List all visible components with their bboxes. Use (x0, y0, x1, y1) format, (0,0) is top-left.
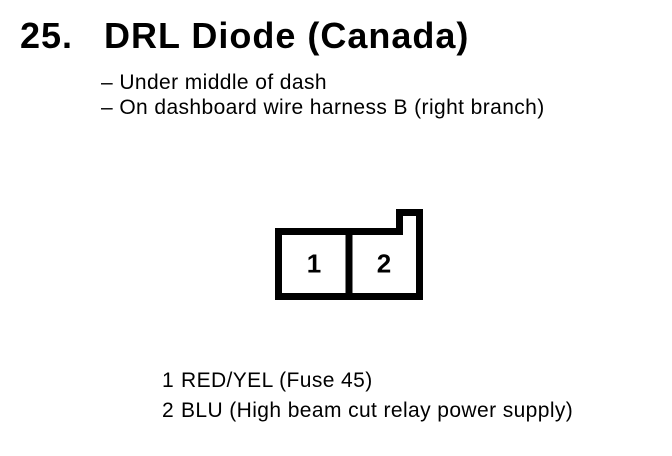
legend-row: 2 BLU (High beam cut relay power supply) (162, 396, 573, 426)
page-title: DRL Diode (Canada) (104, 15, 470, 56)
connector-pin-1-number: 1 (306, 248, 322, 279)
location-note-line: – On dashboard wire harness B (right bra… (101, 96, 545, 119)
connector-pin-2-number: 2 (376, 248, 392, 279)
legend-row: 1 RED/YEL (Fuse 45) (162, 366, 573, 396)
legend-pin-number: 1 (162, 369, 175, 392)
location-note-line: – Under middle of dash (101, 71, 327, 94)
legend-pin-number: 2 (162, 399, 175, 422)
location-notes: – Under middle of dash – On dashboard wi… (101, 70, 545, 120)
item-number: 25. (20, 15, 74, 56)
legend-pin-label: RED/YEL (Fuse 45) (181, 369, 373, 392)
pin-legend: 1 RED/YEL (Fuse 45) 2 BLU (High beam cut… (162, 366, 573, 426)
legend-pin-label: BLU (High beam cut relay power supply) (181, 399, 574, 422)
